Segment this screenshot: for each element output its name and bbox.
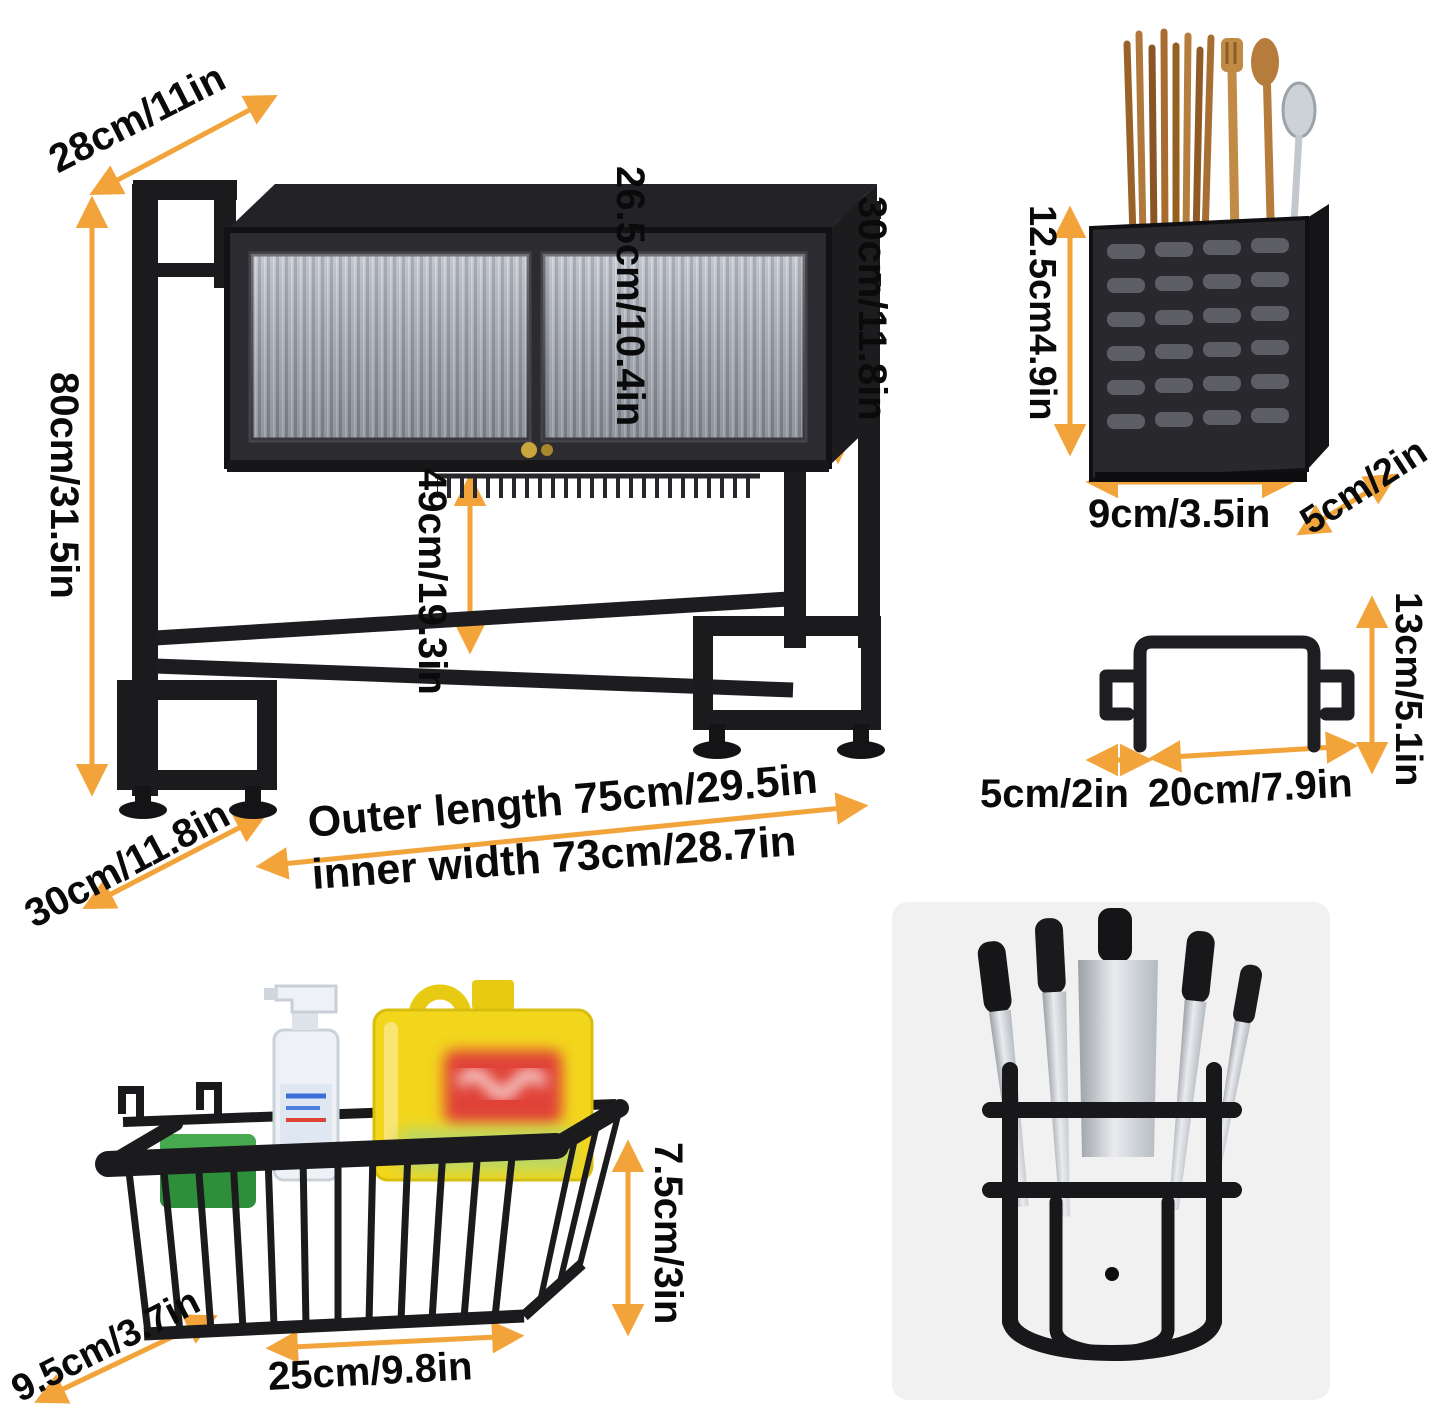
hook-left-tab <box>1099 669 1147 721</box>
label-door-height: 26.5cm/10.4in <box>608 166 652 427</box>
rack-cabinet <box>224 184 877 498</box>
label-cabinet-height: 30cm/11.8in <box>850 196 894 421</box>
hook-right-tab <box>1307 669 1355 721</box>
wooden-spatula <box>1251 38 1279 238</box>
hook-arch <box>1133 635 1321 753</box>
rack-left-frame <box>117 180 277 819</box>
label-rack-height: 80cm/31.5in <box>42 372 86 599</box>
basket-hang-hook-2 <box>196 1082 222 1118</box>
knife-holder-frame <box>982 1062 1242 1361</box>
label-holder-width: 9cm/3.5in <box>1088 492 1271 536</box>
arrow-holder-depth <box>1296 473 1398 536</box>
arrow-basket-width <box>265 1321 525 1363</box>
basket-wireframe <box>95 1099 629 1341</box>
hook-bracket-illustration <box>1099 635 1355 753</box>
rack-crossbar-lower <box>154 658 794 698</box>
label-holder-height: 12.5cm4.9in <box>1020 205 1063 421</box>
utensil-holder-body <box>1089 204 1329 483</box>
arrow-top-depth <box>89 94 278 196</box>
storage-basket-illustration <box>95 980 629 1341</box>
utensil-holder-illustration <box>1089 28 1329 483</box>
label-basket-height: 7.5cm/3in <box>646 1142 690 1325</box>
label-clearance-height: 49cm/19.3in <box>410 468 454 695</box>
drain-wire-row <box>437 476 757 498</box>
basket-front-rim <box>95 1133 569 1177</box>
arrow-outer-length <box>255 792 869 880</box>
label-hook-height: 13cm/5.1in <box>1386 592 1429 787</box>
dish-rack-illustration <box>117 180 885 819</box>
jug-red-label-blurred <box>444 1050 562 1124</box>
door-handle-knob <box>521 442 537 458</box>
basket-hang-hook <box>118 1086 144 1122</box>
knife-holder-illustration <box>977 908 1262 1361</box>
wooden-fork <box>1221 38 1243 238</box>
label-hook-depth: 5cm/2in <box>980 772 1129 816</box>
holder-slots <box>1107 238 1289 429</box>
knife-holder-panel <box>892 902 1330 1400</box>
rack-crossbar-upper <box>154 590 806 646</box>
chopsticks <box>1123 28 1215 241</box>
arrow-base-depth <box>82 813 268 909</box>
